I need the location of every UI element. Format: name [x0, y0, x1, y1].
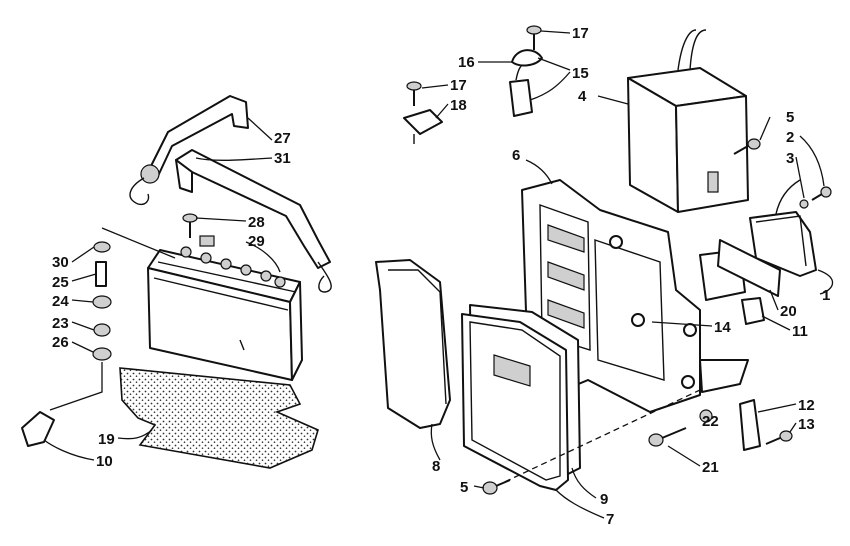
side-cover-8 [375, 259, 451, 429]
washer-3 [799, 199, 809, 209]
callout-22: 22 [702, 413, 719, 430]
callout-9: 9 [600, 491, 608, 508]
callout-25: 25 [52, 274, 69, 291]
screw-13 [765, 430, 793, 445]
callout-26: 26 [52, 334, 69, 351]
leader-lines [43, 30, 834, 519]
callout-20: 20 [780, 303, 797, 320]
battery-strap-31 [175, 149, 332, 293]
callout-1: 1 [822, 287, 830, 304]
callout-4: 4 [578, 88, 587, 105]
bolt-28 [182, 213, 198, 238]
clip-16 [511, 49, 543, 67]
callout-11: 11 [792, 323, 808, 340]
callout-13: 13 [798, 416, 815, 433]
callout-3: 3 [786, 150, 794, 167]
screw-5-upper [733, 138, 761, 155]
connector-15 [509, 61, 533, 117]
callout-8: 8 [432, 458, 440, 475]
callout-23: 23 [52, 315, 69, 332]
battery [147, 235, 303, 381]
screw-17a [526, 25, 542, 50]
callout-29: 29 [248, 233, 265, 250]
callout-14: 14 [714, 319, 731, 336]
clip-11 [741, 297, 765, 325]
callout-7: 7 [606, 511, 614, 528]
callout-18: 18 [450, 97, 467, 114]
screw-5-lower [482, 479, 511, 495]
callout-17-top: 17 [572, 25, 589, 42]
callout-5-upper: 5 [786, 109, 794, 126]
screw-17b [406, 81, 422, 106]
clamp-18 [403, 109, 443, 144]
battery-strap-27 [129, 95, 249, 206]
callout-5-lower: 5 [460, 479, 468, 496]
cover-7 [461, 313, 569, 491]
callout-2: 2 [786, 129, 794, 146]
bracket-20 [717, 239, 781, 297]
battery-pad [119, 367, 319, 469]
callout-6: 6 [512, 147, 520, 164]
callout-17-left: 17 [450, 77, 467, 94]
module-4 [627, 29, 749, 213]
callout-labels: 1 2 3 4 5 5 6 7 8 9 10 11 12 13 14 15 16… [52, 25, 830, 528]
clip-12 [739, 399, 761, 451]
callout-27: 27 [274, 130, 291, 147]
callout-21: 21 [702, 459, 719, 476]
callout-16: 16 [458, 54, 475, 71]
callout-24: 24 [52, 293, 69, 310]
callout-10: 10 [96, 453, 113, 470]
callout-30: 30 [52, 254, 69, 271]
callout-12: 12 [798, 397, 815, 414]
callout-19: 19 [98, 431, 115, 448]
screw-2 [811, 186, 832, 201]
callout-31: 31 [274, 150, 291, 167]
callout-28: 28 [248, 214, 265, 231]
callout-15: 15 [572, 65, 589, 82]
screw-21 [648, 427, 687, 447]
